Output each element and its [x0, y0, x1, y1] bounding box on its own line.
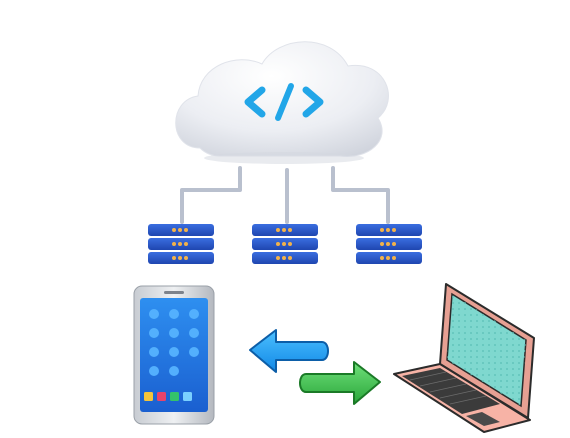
- smartphone-icon: [133, 285, 215, 425]
- arrow-right-icon: [299, 361, 381, 405]
- server-rack-center: [252, 224, 318, 264]
- arrow-left-icon: [249, 329, 329, 373]
- server-rack-left: [148, 224, 214, 264]
- code-brackets-icon: [244, 83, 324, 121]
- cloud-icon: [175, 41, 389, 164]
- server-rack-right: [356, 224, 422, 264]
- laptop-icon: [393, 283, 535, 433]
- connector-left: [180, 166, 242, 224]
- connector-right: [331, 166, 390, 224]
- connector-lines: [180, 166, 390, 224]
